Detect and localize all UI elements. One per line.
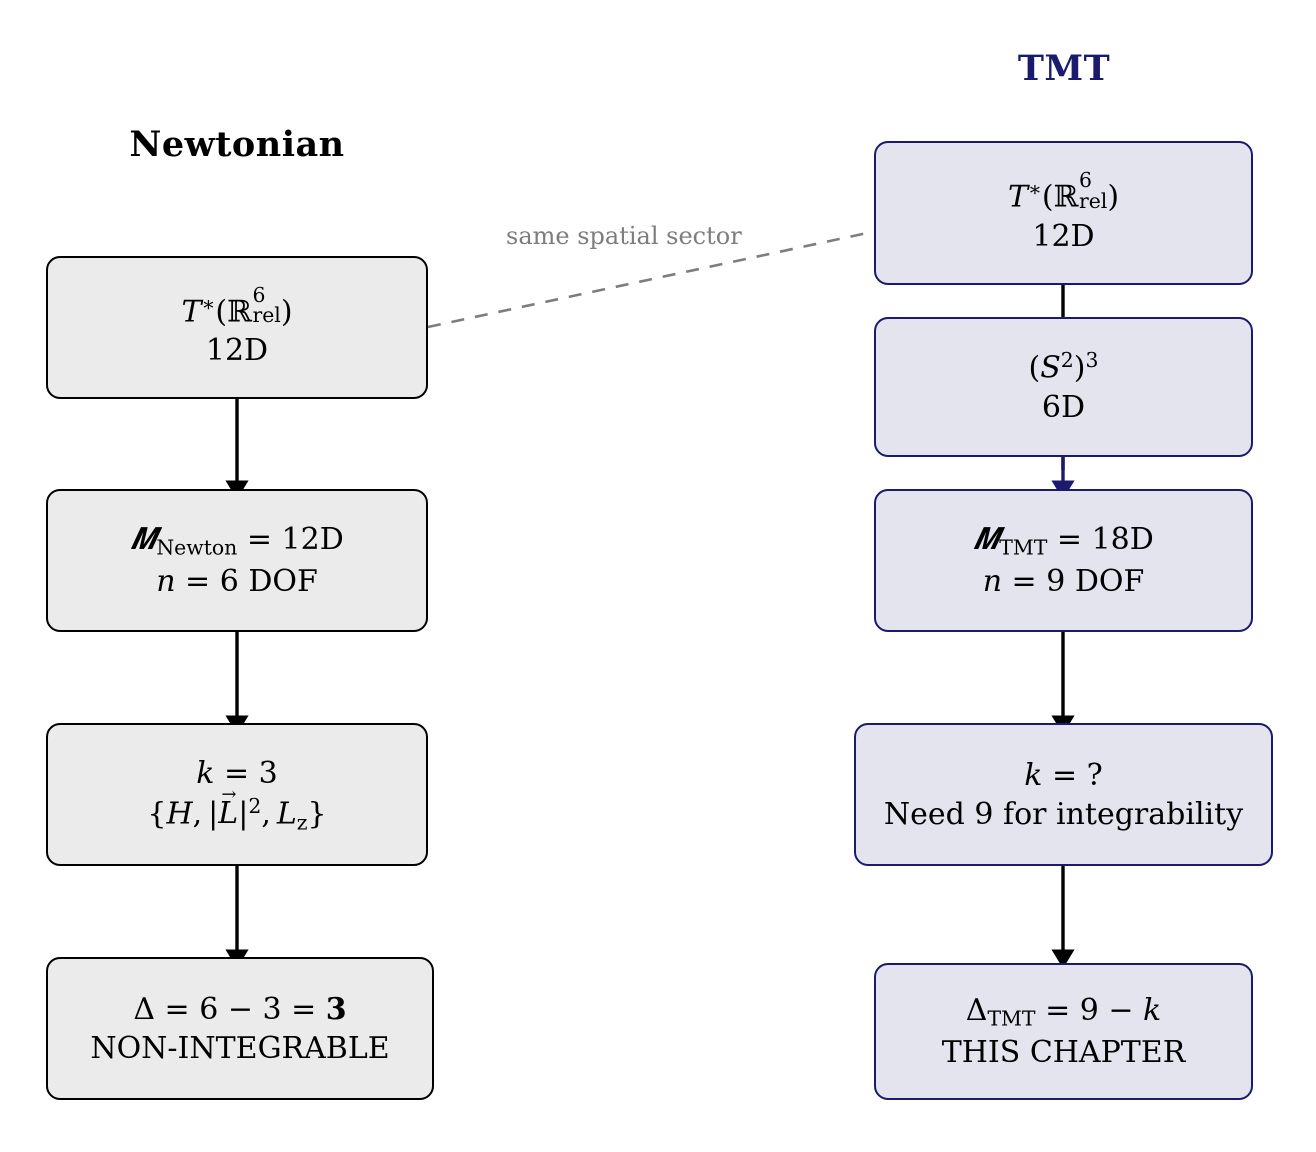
node-right-conserved[interactable]: k = ? Need 9 for integrability (854, 723, 1273, 866)
node-right-phase-space-line2: 12D (1032, 218, 1095, 254)
column-title-newtonian: Newtonian (129, 124, 345, 165)
node-left-conserved[interactable]: k = 3 {H, |L→|2, Lz} (46, 723, 428, 866)
node-right-conserved-line2: Need 9 for integrability (883, 796, 1244, 832)
node-right-spin-sector-line1: (S2)3 (1028, 348, 1099, 386)
node-right-verdict-line1: ΔTMT = 9 − k (965, 993, 1162, 1032)
node-left-manifold-line1: 𝑴Newton = 12D (130, 522, 344, 561)
node-left-verdict-line2: NON-INTEGRABLE (90, 1030, 390, 1066)
node-left-verdict[interactable]: Δ = 6 − 3 = 3 NON-INTEGRABLE (46, 957, 434, 1100)
node-left-conserved-line2: {H, |L→|2, Lz} (147, 783, 327, 834)
node-left-phase-space-line2: 12D (205, 333, 269, 369)
node-right-spin-sector-line2: 6D (1041, 389, 1086, 425)
node-right-manifold-line2: n = 9 DOF (982, 563, 1145, 599)
connector-label-same-spatial-sector: same spatial sector (506, 222, 742, 250)
node-right-verdict-line2: THIS CHAPTER (941, 1034, 1186, 1070)
node-left-conserved-line1: k = 3 (196, 755, 278, 791)
node-left-manifold[interactable]: 𝑴Newton = 12D n = 6 DOF (46, 489, 428, 632)
node-right-verdict[interactable]: ΔTMT = 9 − k THIS CHAPTER (874, 963, 1253, 1100)
node-right-spin-sector[interactable]: (S2)3 6D (874, 317, 1253, 457)
node-left-verdict-line1: Δ = 6 − 3 = 3 (133, 991, 347, 1027)
node-left-manifold-line2: n = 6 DOF (156, 563, 318, 599)
node-right-manifold-line1: 𝑴TMT = 18D (973, 522, 1154, 561)
node-right-manifold[interactable]: 𝑴TMT = 18D n = 9 DOF (874, 489, 1253, 632)
node-right-conserved-line1: k = ? (1024, 757, 1103, 793)
column-title-tmt: TMT (1017, 48, 1111, 89)
